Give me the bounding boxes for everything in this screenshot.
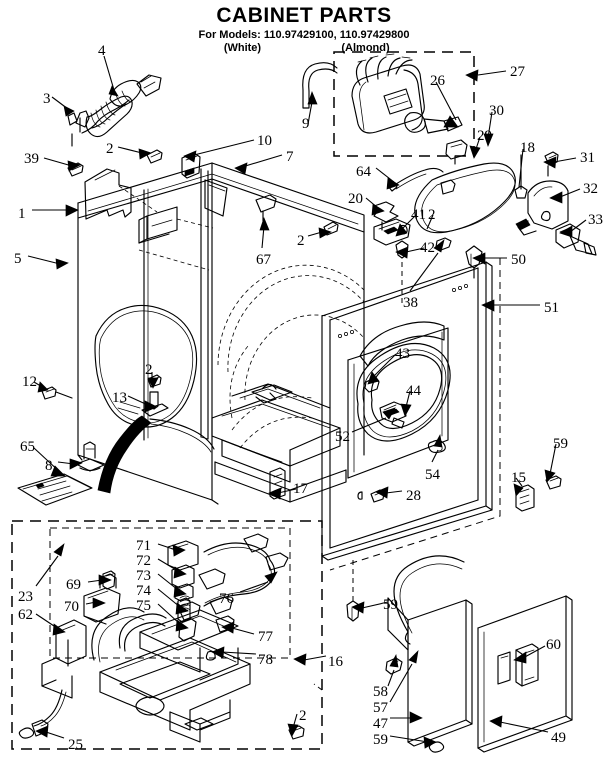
callout-number-44: 44 [406, 383, 421, 399]
callout-number-2: 2 [106, 141, 114, 157]
callout-number-60: 60 [546, 637, 561, 653]
callout-number-23: 23 [18, 589, 33, 605]
models-line: For Models: 110.97429100, 110.97429800 [198, 29, 410, 41]
cabinet-base-assembly [212, 384, 346, 502]
power-cord-assembly [68, 75, 161, 146]
callout-number-2: 2 [297, 233, 305, 249]
callout-number-8: 8 [45, 458, 53, 474]
callout-number-20: 20 [348, 191, 363, 207]
callout-number-2: 2 [145, 362, 153, 378]
callout-number-59: 59 [553, 436, 568, 452]
callout-number-52: 52 [335, 429, 350, 445]
callout-number-75: 75 [136, 598, 151, 614]
callout-number-30: 30 [489, 103, 504, 119]
callout-number-26: 26 [430, 73, 445, 89]
callout-number-58: 58 [373, 684, 388, 700]
callout-number-2: 2 [428, 207, 436, 223]
callout-number-69: 69 [66, 577, 81, 593]
callout-number-59: 59 [383, 597, 398, 613]
callout-number-38: 38 [403, 295, 418, 311]
callout-number-64: 64 [356, 164, 371, 180]
callout-number-4: 4 [98, 43, 106, 59]
finish-row: (White) (Almond) [0, 42, 608, 54]
callout-number-41: 41 [411, 207, 426, 223]
callout-number-27: 27 [510, 64, 525, 80]
finish-almond-label: (Almond) [341, 42, 390, 54]
callout-number-33: 33 [588, 212, 603, 228]
callout-number-31: 31 [580, 150, 595, 166]
callout-number-49: 49 [551, 730, 566, 746]
callout-number-42: 42 [420, 240, 435, 256]
callout-number-71: 71 [136, 538, 151, 554]
callout-number-77: 77 [258, 629, 273, 645]
callout-number-15: 15 [511, 470, 526, 486]
callout-number-16: 16 [328, 654, 343, 670]
callout-number-78: 78 [258, 652, 273, 668]
callout-number-25: 25 [68, 737, 83, 753]
callout-number-32: 32 [583, 181, 598, 197]
callout-number-39: 39 [24, 151, 39, 167]
callout-number-10: 10 [257, 133, 272, 149]
callout-number-50: 50 [511, 252, 526, 268]
front-panel-assembly [322, 238, 561, 621]
callout-number-17: 17 [293, 481, 308, 497]
callout-number-72: 72 [136, 553, 151, 569]
callout-number-51: 51 [544, 300, 559, 316]
callout-number-5: 5 [14, 251, 22, 267]
page-title: CABINET PARTS [216, 4, 392, 27]
callout-number-62: 62 [18, 607, 33, 623]
leader-lines [28, 56, 586, 748]
cabinet-shell [18, 153, 364, 505]
callout-number-2: 2 [299, 708, 307, 724]
door-assembly [386, 556, 572, 752]
callout-number-74: 74 [136, 583, 151, 599]
callout-number-3: 3 [43, 91, 51, 107]
callout-number-65: 65 [20, 439, 35, 455]
callout-number-13: 13 [112, 390, 127, 406]
callout-number-1: 1 [18, 206, 26, 222]
callout-number-29: 29 [477, 128, 492, 144]
callout-number-54: 54 [425, 467, 440, 483]
callout-number-7: 7 [286, 149, 294, 165]
callout-number-59: 59 [373, 732, 388, 748]
callout-number-76: 76 [219, 591, 234, 607]
callout-number-47: 47 [373, 716, 388, 732]
callout-number-18: 18 [520, 140, 535, 156]
callout-number-12: 12 [22, 374, 37, 390]
callout-number-43: 43 [395, 346, 410, 362]
motor-blower-assembly [303, 52, 596, 255]
burner-inset [12, 521, 322, 749]
finish-white-label: (White) [223, 42, 262, 54]
callout-number-9: 9 [302, 116, 310, 132]
callout-number-67: 67 [256, 252, 271, 268]
callout-number-70: 70 [64, 599, 79, 615]
callout-number-28: 28 [406, 488, 421, 504]
callout-number-73: 73 [136, 568, 151, 584]
callout-number-57: 57 [373, 700, 388, 716]
